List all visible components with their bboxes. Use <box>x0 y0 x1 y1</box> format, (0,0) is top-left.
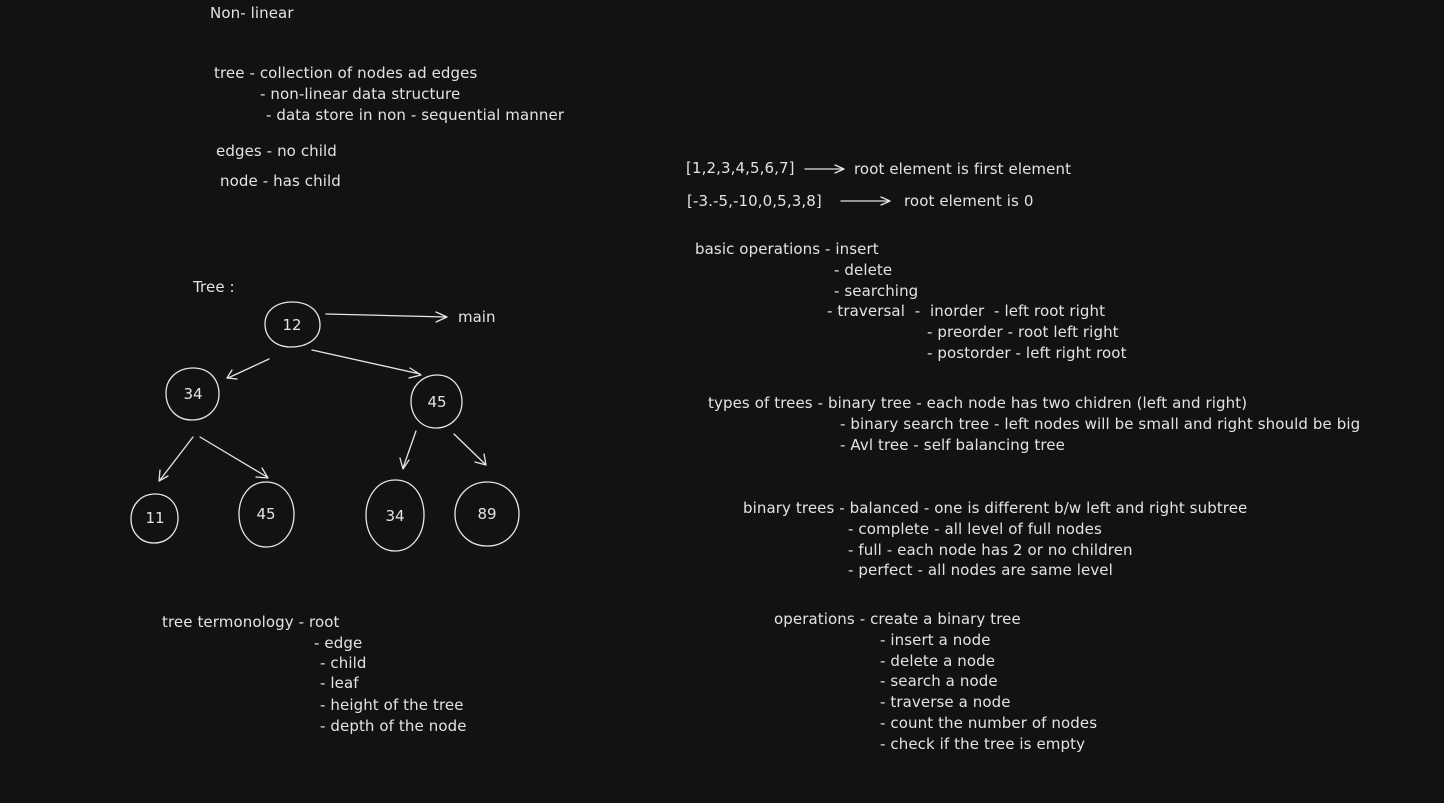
node-value: 89 <box>477 505 496 523</box>
tree-node-rl[interactable]: 34 <box>365 479 425 552</box>
edge-root-right <box>311 349 422 379</box>
edge-left-ll <box>158 436 194 482</box>
operations-line: - traverse a node <box>880 693 1011 711</box>
edges-definition: edges - no child <box>216 142 337 160</box>
node-value: 45 <box>256 505 275 523</box>
basic-ops-line: - searching <box>834 282 919 300</box>
array1-arrow <box>804 164 845 174</box>
tree-definition-line: - non-linear data structure <box>260 85 461 103</box>
basic-ops-line: - preorder - root left right <box>927 323 1119 341</box>
terminology-line: - height of the tree <box>320 696 464 714</box>
array1-note: root element is first element <box>854 160 1072 178</box>
basic-ops-line: basic operations - insert <box>695 240 879 258</box>
basic-ops-line: - delete <box>834 261 893 279</box>
heading-non-linear: Non- linear <box>210 4 294 22</box>
node-value: 11 <box>145 509 164 527</box>
operations-line: - delete a node <box>880 652 996 670</box>
tree-node-rr[interactable]: 89 <box>454 481 520 547</box>
binary-trees-line: - complete - all level of full nodes <box>848 520 1102 538</box>
tree-label: Tree : <box>193 278 235 296</box>
node-value: 45 <box>427 393 446 411</box>
array1-text: [1,2,3,4,5,6,7] <box>686 159 795 177</box>
terminology-line: - edge <box>314 634 363 652</box>
binary-trees-line: - full - each node has 2 or no children <box>848 541 1133 559</box>
types-line: - Avl tree - self balancing tree <box>840 436 1065 454</box>
edge-right-rl <box>399 430 417 470</box>
edge-root-left <box>226 358 270 380</box>
terminology-line: - depth of the node <box>320 717 467 735</box>
basic-ops-line: - postorder - left right root <box>927 344 1127 362</box>
terminology-line: - child <box>320 654 367 672</box>
edge-right-rr <box>453 433 487 466</box>
array2-text: [-3.-5,-10,0,5,3,8] <box>687 192 822 210</box>
tree-node-lr[interactable]: 45 <box>238 481 295 548</box>
root-to-main-arrow <box>325 311 448 323</box>
node-definition: node - has child <box>220 172 341 190</box>
types-line: types of trees - binary tree - each node… <box>708 394 1248 412</box>
types-line: - binary search tree - left nodes will b… <box>840 415 1361 433</box>
operations-line: - count the number of nodes <box>880 714 1098 732</box>
operations-line: - check if the tree is empty <box>880 735 1086 753</box>
edge-left-lr <box>199 436 269 479</box>
tree-definition-line: - data store in non - sequential manner <box>266 106 565 124</box>
terminology-line: - leaf <box>320 674 359 692</box>
node-value: 34 <box>385 507 404 525</box>
operations-line: operations - create a binary tree <box>774 610 1021 628</box>
tree-node-right[interactable]: 45 <box>410 374 463 429</box>
main-label: main <box>458 308 495 326</box>
array2-arrow <box>840 196 891 206</box>
tree-node-ll[interactable]: 11 <box>130 493 179 544</box>
binary-trees-line: binary trees - balanced - one is differe… <box>743 499 1248 517</box>
tree-node-root[interactable]: 12 <box>264 301 321 348</box>
terminology-line: tree termonology - root <box>162 613 340 631</box>
binary-trees-line: - perfect - all nodes are same level <box>848 561 1113 579</box>
array2-note: root element is 0 <box>904 192 1034 210</box>
node-value: 12 <box>282 316 301 334</box>
tree-definition-line: tree - collection of nodes ad edges <box>214 64 478 82</box>
tree-node-left[interactable]: 34 <box>165 367 220 421</box>
operations-line: - search a node <box>880 672 998 690</box>
basic-ops-line: - traversal - inorder - left root right <box>827 302 1106 320</box>
operations-line: - insert a node <box>880 631 991 649</box>
node-value: 34 <box>183 385 202 403</box>
